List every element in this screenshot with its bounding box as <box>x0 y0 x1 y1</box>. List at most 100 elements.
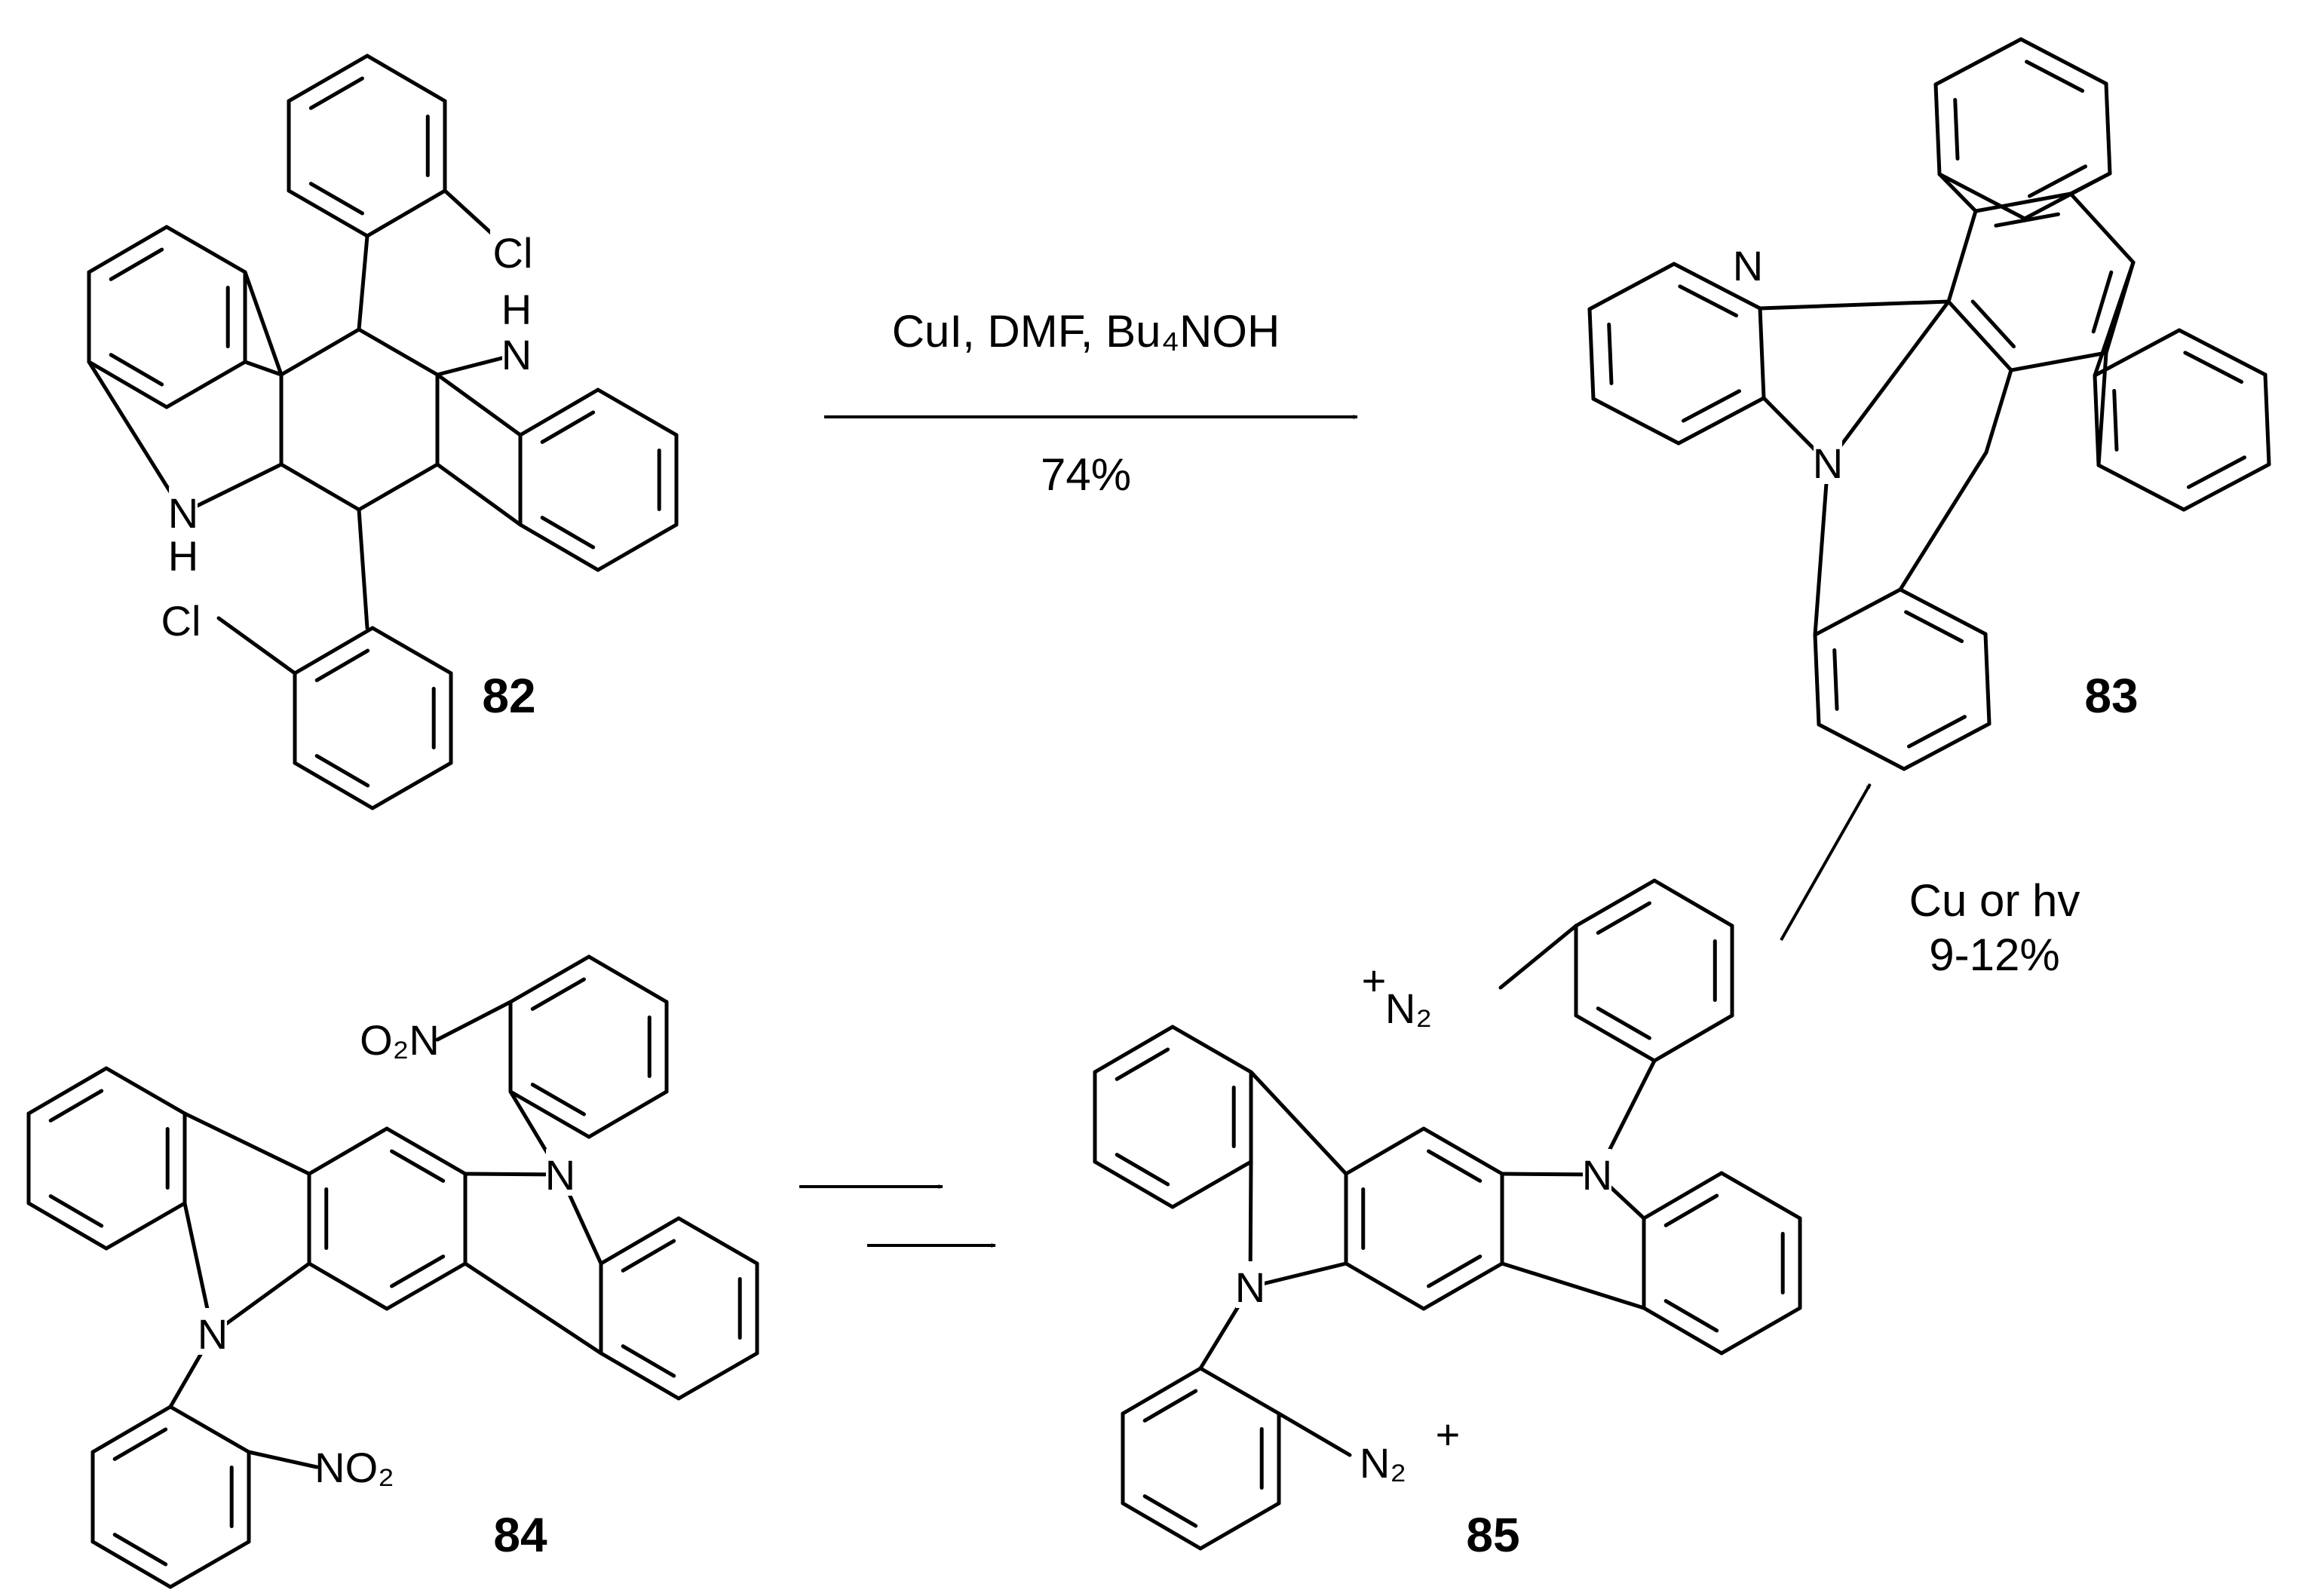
double-bond-inner <box>314 754 370 788</box>
double-bond-inner <box>112 1427 168 1461</box>
single-bond <box>463 1261 603 1356</box>
atom-label: N <box>1582 1151 1612 1199</box>
ring-bond <box>385 1261 468 1311</box>
ring-bond <box>1344 1126 1426 1176</box>
double-bond-inner <box>621 1344 676 1378</box>
double-bond-inner <box>308 76 364 110</box>
ring-bond <box>508 954 591 1004</box>
atom-label: N₂ <box>1360 1439 1406 1487</box>
atom-label: + <box>1436 1411 1461 1458</box>
ring-bond <box>293 761 375 810</box>
single-bond <box>435 1000 513 1042</box>
single-bond <box>463 1172 563 1177</box>
ring-bond <box>1933 37 2023 87</box>
double-bond-inner <box>112 1533 168 1567</box>
double-bond-inner <box>1663 1193 1719 1227</box>
ring-bond <box>1946 299 2013 372</box>
ring-bond <box>1170 1025 1253 1074</box>
ring-bond <box>1574 878 1657 928</box>
atom-label-background <box>546 1149 575 1196</box>
compound-83: NN <box>1587 37 2271 771</box>
ring-bond <box>1652 1013 1734 1063</box>
ring-bond <box>587 1089 669 1139</box>
ring-bond <box>365 188 447 238</box>
ring-bond <box>1933 82 1942 176</box>
double-bond-inner <box>2028 164 2088 198</box>
atom-label: N <box>545 1151 575 1199</box>
ring-bond <box>1642 1171 1724 1221</box>
ring-bond <box>1344 1261 1426 1311</box>
ring-bond <box>365 54 447 103</box>
double-bond-inner <box>1907 715 1967 749</box>
ring-bond <box>90 1539 173 1589</box>
atom-label: Cl <box>493 229 533 277</box>
single-bond <box>1813 461 1830 637</box>
atom-label: N₂ <box>1385 985 1432 1032</box>
atom-label-background <box>158 595 204 642</box>
atom-label: NO₂ <box>314 1444 394 1491</box>
ring-bond <box>1121 1366 1203 1416</box>
atom-label: N <box>168 489 198 537</box>
double-bond-inner <box>540 410 596 444</box>
double-bond-inner <box>2091 270 2114 334</box>
ring-bond <box>1983 632 1992 726</box>
double-bond-inner <box>308 182 364 216</box>
ring-bond <box>279 462 361 512</box>
arrow-1-conditions-reagents: CuI, DMF, Bu₄NOH <box>892 306 1280 357</box>
ring-bond <box>1198 1501 1281 1551</box>
ring-bond <box>1574 1013 1657 1063</box>
single-bond <box>1826 299 1951 465</box>
single-bond <box>357 234 369 332</box>
double-bond-inner <box>1596 901 1651 935</box>
single-bond <box>1984 368 2013 455</box>
atom-label: N <box>1733 242 1763 289</box>
double-bond-inner <box>2025 60 2085 93</box>
ring-bond <box>1121 1501 1203 1551</box>
double-bond-inner <box>1681 389 1742 423</box>
ring-bond <box>1587 262 1676 311</box>
ring-bond <box>2096 463 2186 512</box>
atom-label-background <box>366 1014 434 1061</box>
ring-bond <box>1676 396 1766 446</box>
double-bond-inner <box>621 1239 676 1273</box>
ring-bond <box>1902 721 1992 771</box>
atom-label-background <box>1360 954 1388 1001</box>
compound-84: N N O₂N NO₂ <box>26 954 759 1589</box>
single-bond <box>216 616 297 675</box>
ring-bond <box>164 225 247 274</box>
ring-bond <box>1591 397 1681 446</box>
single-bond <box>435 372 523 437</box>
ring-bond <box>2009 351 2108 372</box>
ring-bond <box>357 462 440 512</box>
ring-bond <box>1093 1159 1175 1209</box>
ring-bond <box>2104 81 2112 176</box>
double-bond-inner <box>1142 1494 1198 1528</box>
atom-label-background <box>502 283 531 330</box>
arrow-1-conditions-yield: 74% <box>1041 449 1131 500</box>
double-bond-inner <box>2186 455 2247 489</box>
ring-bond <box>1672 262 1762 311</box>
ring-bond <box>90 1405 173 1454</box>
single-bond <box>2068 171 2112 196</box>
atom-label: Cl <box>161 597 201 645</box>
ring-bond <box>1642 1306 1724 1356</box>
compound-82-label: 82 <box>482 669 535 723</box>
ring-bond <box>596 388 679 437</box>
atom-label-background <box>169 530 198 577</box>
ring-bond <box>1093 1025 1175 1074</box>
atom-label: O₂N <box>360 1016 440 1064</box>
single-bond <box>1249 1070 1348 1176</box>
single-bond <box>1498 924 1578 990</box>
single-bond <box>1500 1261 1646 1310</box>
double-bond-inner <box>1970 299 2016 349</box>
atom-label-background <box>198 1308 227 1355</box>
atom-label: N <box>198 1310 228 1358</box>
ring-bond <box>26 1066 109 1116</box>
ring-bond <box>1813 633 1821 727</box>
ring-bond <box>168 1405 251 1454</box>
atom-label: N <box>1813 440 1843 487</box>
double-bond-inner <box>1953 97 1960 161</box>
double-bond-inner <box>1427 1254 1483 1288</box>
